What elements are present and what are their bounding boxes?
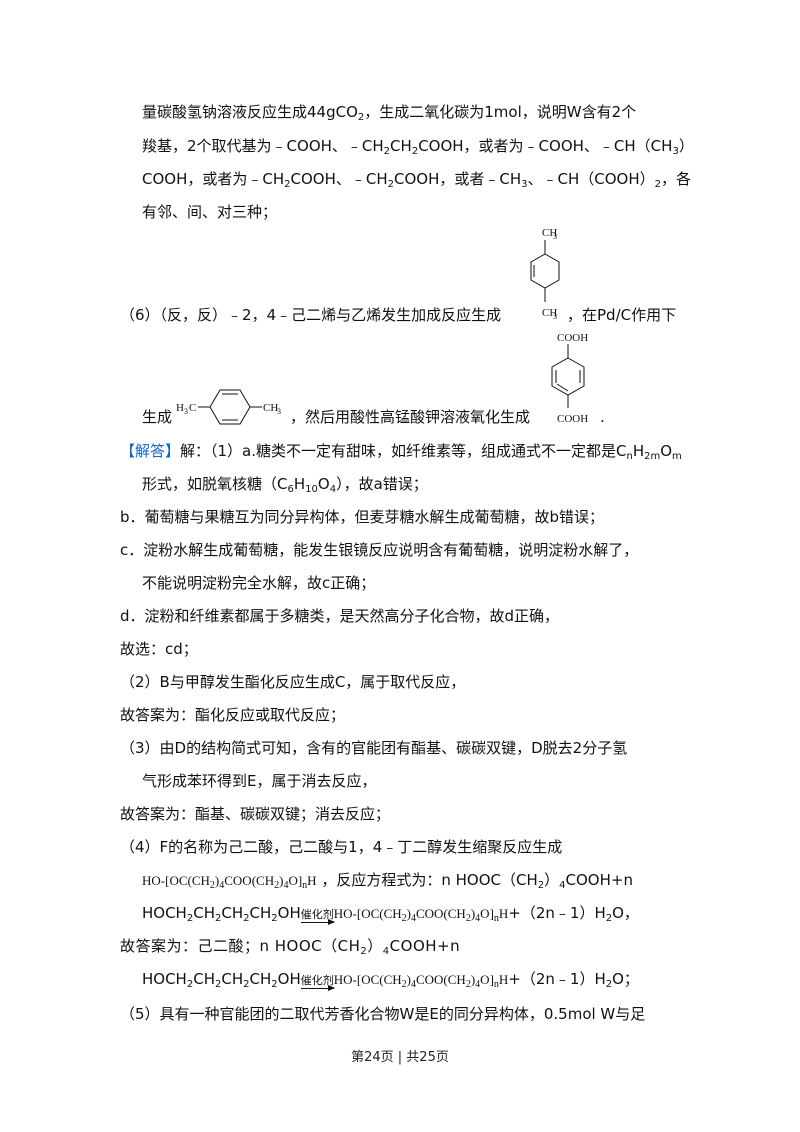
structure-label: CH [263, 402, 278, 414]
polymer-formula: HO-[OC(CH2)4COO(CH2)4O]nH [142, 873, 317, 891]
text-line: （3）由D的结构简式可知，含有的官能团有酯基、碳碳双键，D脱去2分子氢 [120, 739, 628, 757]
polymer-formula: HO-[OC(CH2)4COO(CH2)4O]nH [333, 906, 509, 924]
structure-label: COOH [557, 413, 588, 425]
text-line: ，在Pd/C作用下 [567, 306, 677, 324]
svg-text:3: 3 [553, 312, 557, 321]
text-line: c．淀粉水解生成葡萄糖，能发生银镜反应说明含有葡萄糖，说明淀粉水解了， [120, 541, 639, 559]
text-line: 量碳酸氢钠溶液反应生成44gCO2，生成二氧化碳为1mol，说明W含有2个 [142, 103, 637, 123]
page-footer: 第24页 | 共25页 [351, 1050, 449, 1065]
text-line: 羧基，2个取代基为﹣COOH、﹣CH2CH2COOH，或者为﹣COOH、﹣CH（… [142, 137, 694, 157]
text-line: 故选：cd； [120, 640, 198, 658]
text-line: HO-[OC(CH2)4COO(CH2)4O]nH ，反应方程式为：n HOOC… [142, 871, 633, 891]
answer-tag: 【解答】 [120, 442, 181, 460]
text-line: 气形成苯环得到E，属于消去反应， [142, 772, 377, 790]
text-line: 形式，如脱氧核糖（C6H10O4），故a错误； [142, 475, 428, 495]
svg-text:3: 3 [553, 232, 557, 241]
svg-text:3: 3 [277, 407, 281, 416]
text-line: COOH，或者为﹣CH2COOH、﹣CH2COOH，或者﹣CH3、﹣CH（COO… [142, 170, 692, 190]
text-line: 生成 [142, 408, 173, 426]
text-line: （5）具有一种官能团的二取代芳香化合物W是E的同分异构体，0.5mol W与足 [120, 1005, 646, 1023]
p-xylene-structure: H 3 C CH 3 [176, 389, 281, 425]
text-line: . [600, 408, 605, 426]
structure-label: C [189, 402, 196, 414]
structure-label: CH [542, 307, 557, 319]
structure-label: COOH [557, 332, 588, 344]
structure-label: H [176, 402, 184, 414]
text-line: b．葡萄糖与果糖互为同分异构体，但麦芽糖水解生成葡萄糖，故b错误； [120, 508, 605, 526]
text-line: 【解答】解：（1）a.糖类不一定有甜味，如纤维素等，组成通式不一定都是CnH2m… [120, 442, 682, 462]
methylcyclohexene-structure: CH 3 CH 3 [530, 227, 560, 321]
reaction-arrow: 催化剂 [300, 974, 335, 991]
text-line: （4）F的名称为己二酸，己二酸与1，4﹣丁二醇发生缩聚反应生成 [120, 838, 563, 856]
text-line: （2）B与甲醇发生酯化反应生成C，属于取代反应， [120, 673, 466, 691]
text-line: d．淀粉和纤维素都属于多糖类，是天然高分子化合物，故d正确， [120, 607, 560, 625]
svg-text:3: 3 [184, 407, 188, 416]
text-line: 故答案为：己二酸；n HOOC（CH2）4COOH+n [120, 937, 461, 957]
structure-label: CH [542, 227, 557, 239]
text-line: 有邻、间、对三种； [142, 203, 278, 221]
reaction-arrow: 催化剂 [300, 908, 335, 925]
text-line: （6）（反，反）﹣2，4﹣己二烯与乙烯发生加成反应生成 [120, 306, 502, 324]
text-line: 故答案为：酯化反应或取代反应； [120, 706, 346, 724]
terephthalic-acid-structure: COOH COOH [551, 332, 588, 425]
text-line: 不能说明淀粉完全水解，故c正确； [142, 574, 376, 592]
text-line: ，然后用酸性高锰酸钾溶液氧化生成 [290, 408, 531, 426]
polymer-formula: HO-[OC(CH2)4COO(CH2)4O]nH [333, 972, 509, 990]
text-line: 故答案为：酯基、碳碳双键；消去反应； [120, 805, 391, 823]
